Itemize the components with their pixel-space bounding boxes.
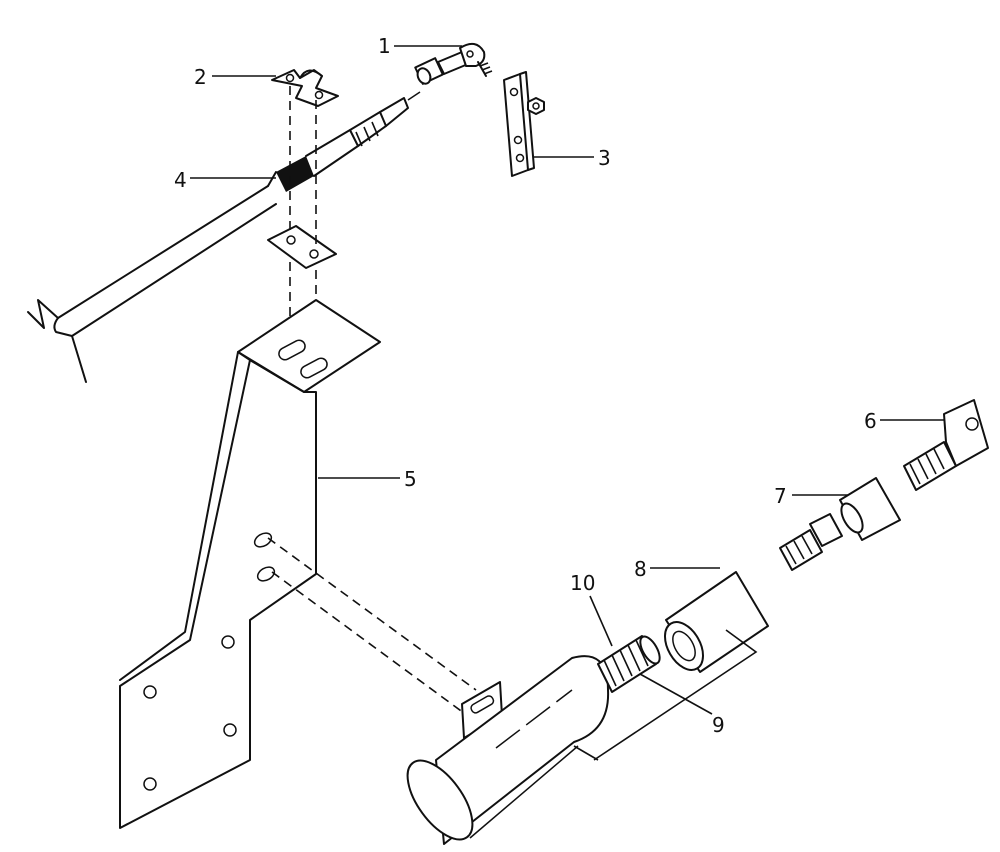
callout-9: 9 — [712, 713, 725, 737]
part-7-adjuster — [779, 477, 901, 571]
part-2-cable-clamp — [271, 69, 339, 107]
part-1-ball-joint — [407, 42, 493, 101]
part-4-control-cable — [27, 97, 409, 383]
callout-5: 5 — [404, 467, 417, 491]
part-10-threaded-stem — [597, 635, 661, 693]
callout-4: 4 — [174, 168, 187, 192]
callout-6: 6 — [864, 409, 877, 433]
callout-labels: 1 2 3 4 5 6 7 8 9 10 — [174, 34, 877, 737]
part-8-hex-sleeve — [664, 571, 769, 673]
callout-7: 7 — [774, 484, 787, 508]
callout-3: 3 — [598, 146, 611, 170]
part-3-lever-plate — [503, 71, 545, 177]
alignment-lines-actuator — [267, 537, 477, 717]
leader-lines — [190, 45, 944, 715]
part-6-rod-end — [903, 399, 989, 491]
part-5-mounting-bracket — [119, 299, 381, 829]
callout-1: 1 — [378, 34, 391, 58]
part-2-clamp-plate — [267, 225, 337, 269]
callout-10: 10 — [570, 571, 595, 595]
grouping-lines — [573, 629, 758, 761]
callout-8: 8 — [634, 557, 647, 581]
callout-2: 2 — [194, 65, 207, 89]
actuator-cylinder — [406, 655, 610, 845]
